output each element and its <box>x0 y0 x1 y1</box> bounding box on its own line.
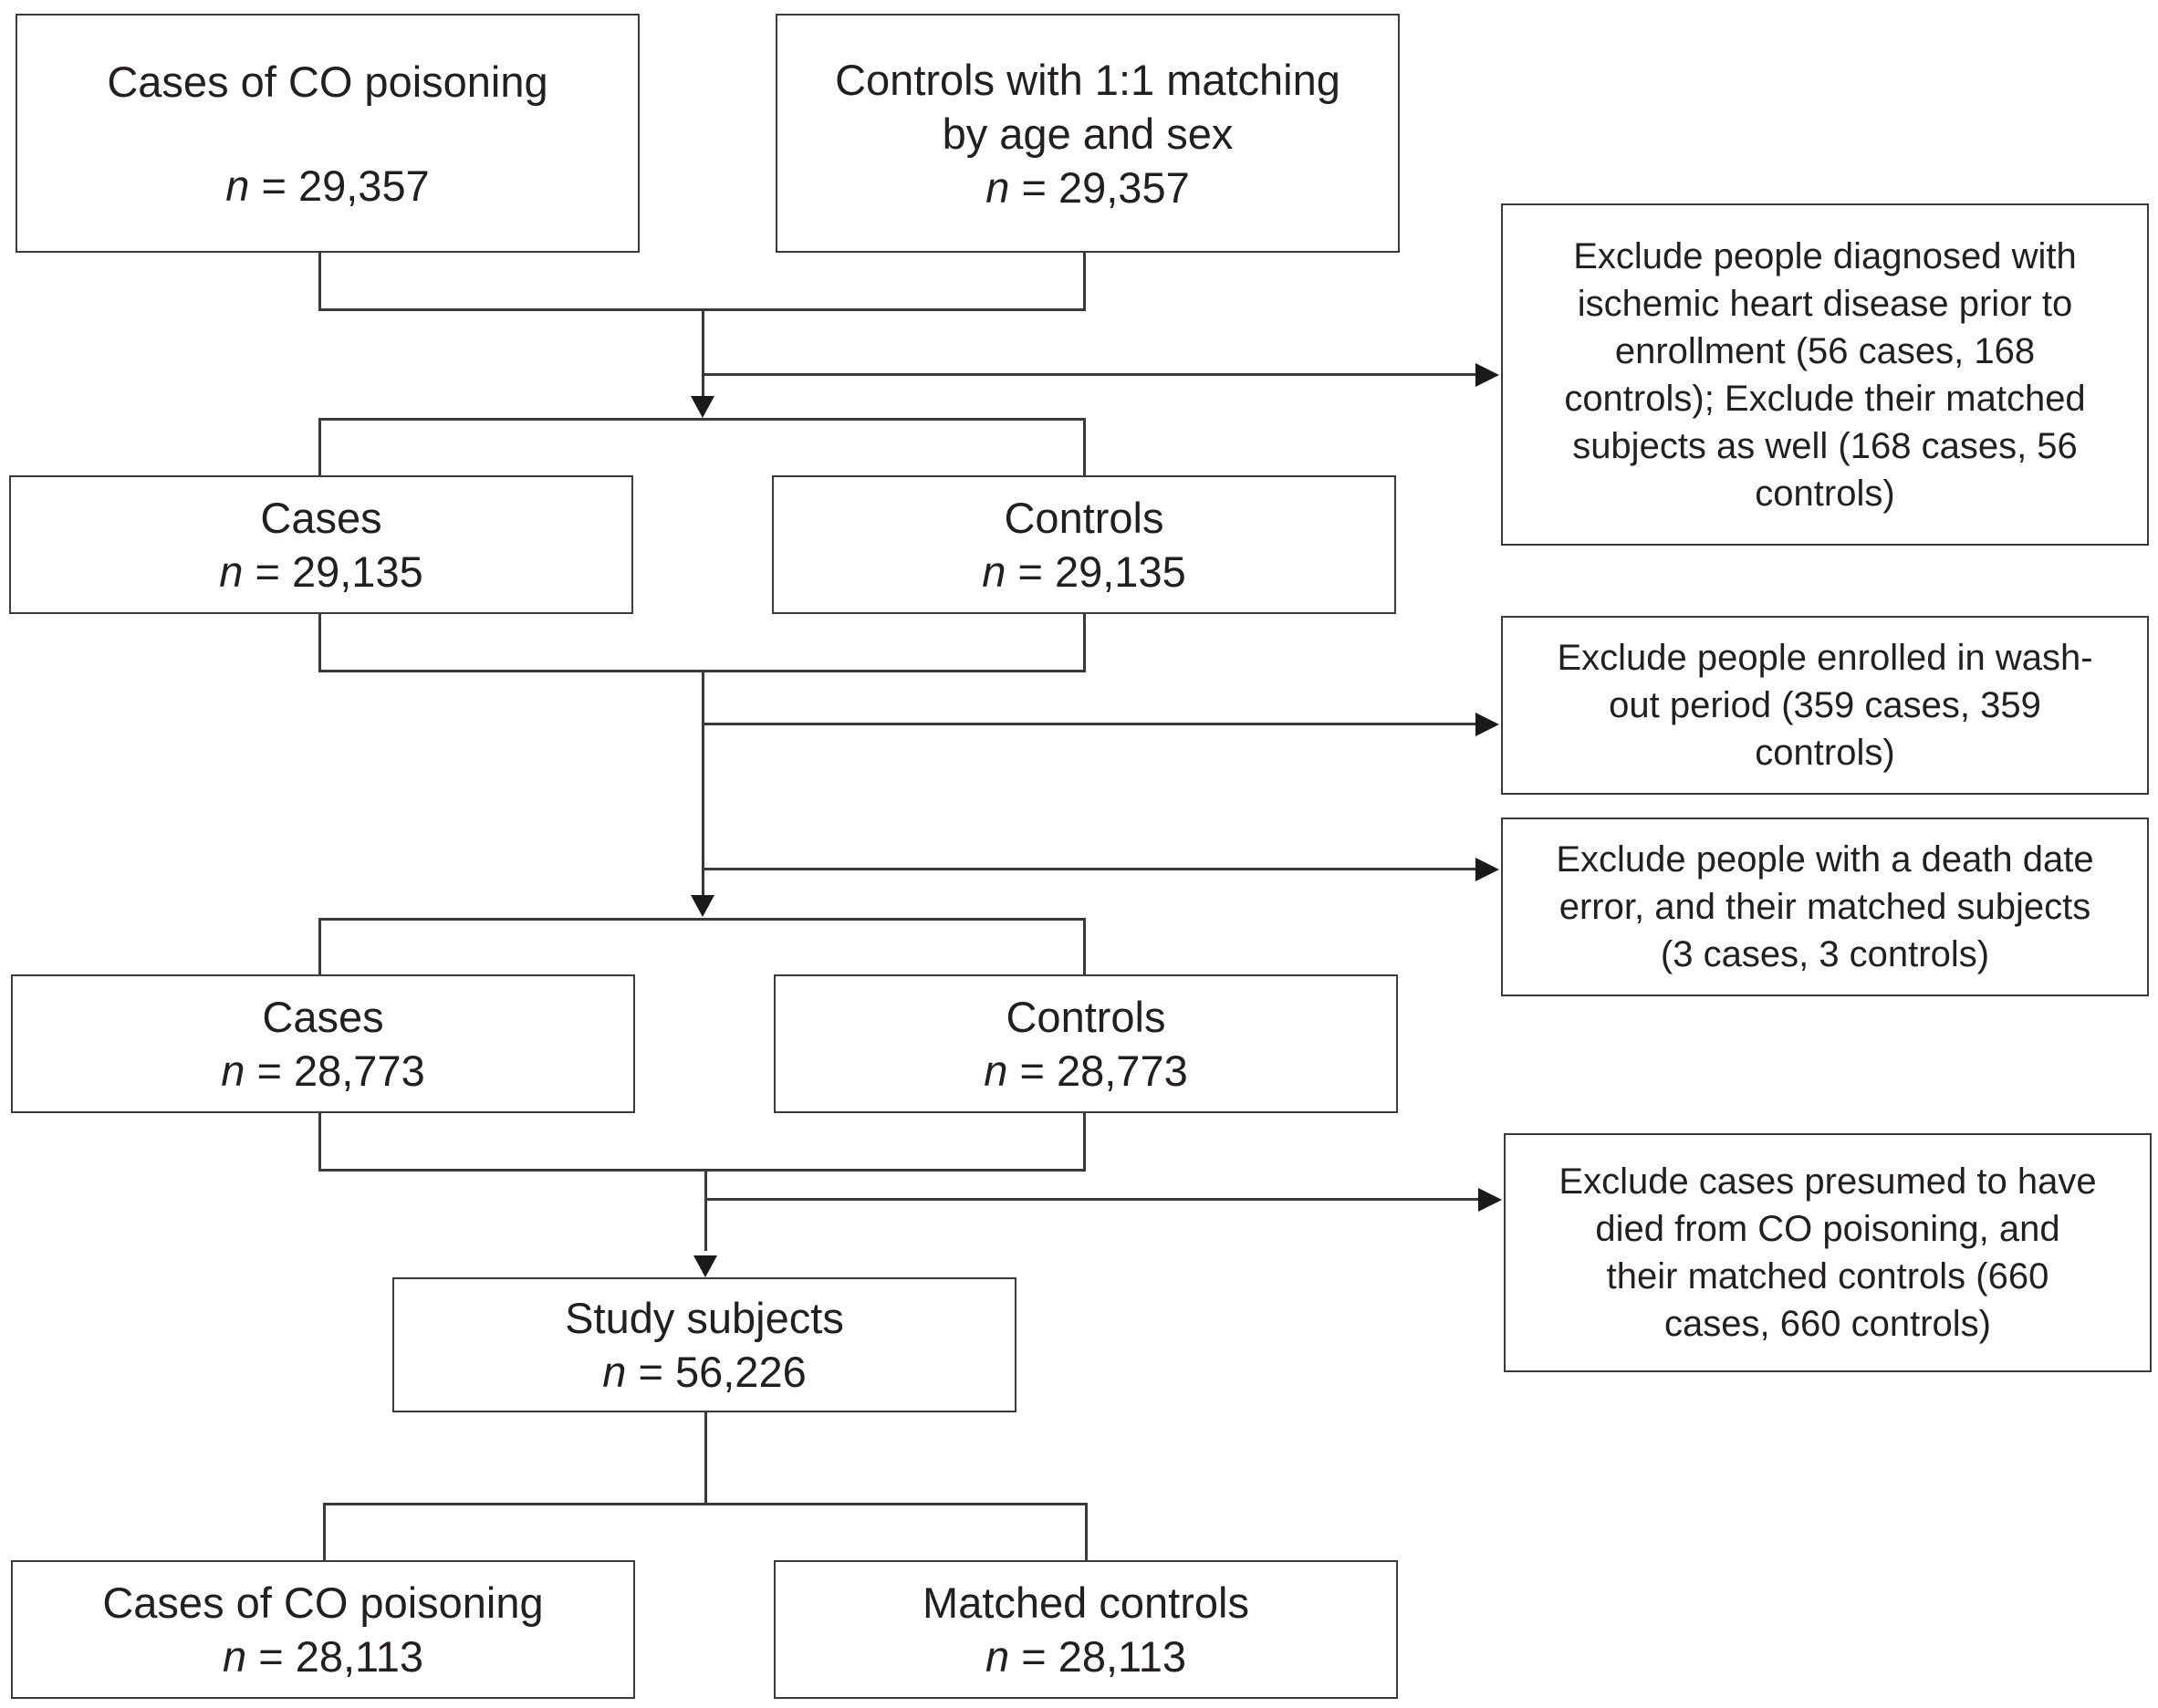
exclusion-ischemic-heart-disease: Exclude people diagnosed with ischemic h… <box>1501 203 2149 546</box>
controls-step3-count: n = 28,773 <box>984 1047 1188 1095</box>
cases-box-step3: Cases n = 28,773 <box>11 974 635 1113</box>
connector <box>702 308 704 400</box>
down-arrow <box>691 895 714 917</box>
connector <box>318 1113 321 1171</box>
initial-controls-count: n = 29,357 <box>985 162 1190 212</box>
cases-step3-count: n = 28,773 <box>221 1047 425 1095</box>
connector <box>318 918 1086 921</box>
exclusion-text-line: controls) <box>1755 473 1895 514</box>
matched-controls-count: n = 28,113 <box>985 1632 1186 1681</box>
connector <box>702 868 1477 870</box>
cases-step3-title: Cases <box>262 993 384 1041</box>
cases-box-step2: Cases n = 29,135 <box>9 475 633 614</box>
connector <box>1083 418 1086 476</box>
exclusion-text-line: ischemic heart disease prior to <box>1577 283 2073 324</box>
connector <box>318 418 1086 421</box>
down-arrow <box>693 1255 717 1277</box>
right-arrow <box>1475 858 1499 881</box>
connector <box>704 1412 707 1504</box>
connector <box>702 670 704 899</box>
right-arrow <box>1475 713 1499 736</box>
controls-box-step3: Controls n = 28,773 <box>774 974 1398 1113</box>
connector <box>704 1169 707 1251</box>
exclusion-text-line: Exclude cases presumed to have <box>1559 1161 2097 1202</box>
connector <box>318 614 321 672</box>
study-subjects-box: Study subjects n = 56,226 <box>392 1277 1016 1412</box>
right-arrow <box>1478 1188 1502 1212</box>
right-arrow <box>1475 363 1499 387</box>
controls-step3-title: Controls <box>1006 993 1166 1041</box>
initial-controls-title-line1: Controls with 1:1 matching <box>835 55 1340 104</box>
connector <box>704 1198 1480 1201</box>
connector <box>1083 614 1086 672</box>
study-subjects-title: Study subjects <box>565 1294 844 1342</box>
exclusion-co-deaths: Exclude cases presumed to have died from… <box>1504 1133 2152 1372</box>
connector <box>318 918 321 976</box>
connector <box>1083 253 1086 310</box>
connector <box>702 373 1477 376</box>
connector <box>702 723 1477 725</box>
exclusion-text-line: controls) <box>1755 733 1895 773</box>
co-cases-box: Cases of CO poisoning n = 29,357 <box>16 14 640 253</box>
exclusion-text-line: enrollment (56 cases, 168 <box>1614 330 2036 371</box>
connector <box>1085 1503 1088 1561</box>
exclusion-text-line: subjects as well (168 cases, 56 <box>1572 425 2078 466</box>
exclusion-text-line: their matched controls (660 <box>1606 1256 2049 1297</box>
exclusion-text-line: controls); Exclude their matched <box>1564 378 2086 419</box>
co-cases-title: Cases of CO poisoning <box>107 57 548 106</box>
cases-step2-title: Cases <box>260 494 382 542</box>
exclusion-washout-period: Exclude people enrolled in wash- out per… <box>1501 616 2149 795</box>
cases-step2-count: n = 29,135 <box>219 547 423 596</box>
co-cases-count: n = 29,357 <box>225 161 430 210</box>
connector <box>323 1503 1088 1505</box>
connector <box>318 253 321 310</box>
connector <box>318 1169 1086 1172</box>
exclusion-text-line: Exclude people enrolled in wash- <box>1557 638 2093 678</box>
final-cases-count: n = 28,113 <box>223 1632 423 1681</box>
connector <box>323 1503 326 1561</box>
initial-controls-title-line2: by age and sex <box>942 109 1234 158</box>
initial-controls-box: Controls with 1:1 matching by age and se… <box>776 14 1400 253</box>
exclusion-text-line: cases, 660 controls) <box>1664 1304 1991 1344</box>
connector <box>1083 918 1086 976</box>
exclusion-text-line: Exclude people with a death date <box>1556 839 2094 880</box>
exclusion-text-line: Exclude people diagnosed with <box>1573 235 2077 276</box>
exclusion-text-line: died from CO poisoning, and <box>1595 1209 2060 1249</box>
matched-controls-title: Matched controls <box>923 1578 1249 1627</box>
exclusion-death-date-error: Exclude people with a death date error, … <box>1501 818 2149 996</box>
connector <box>1083 1113 1086 1171</box>
exclusion-text-line: (3 cases, 3 controls) <box>1660 934 1990 974</box>
exclusion-text-line: error, and their matched subjects <box>1559 887 2091 927</box>
study-subjects-count: n = 56,226 <box>602 1348 807 1396</box>
controls-step2-count: n = 29,135 <box>982 547 1186 596</box>
final-cases-box: Cases of CO poisoning n = 28,113 <box>11 1560 635 1699</box>
connector <box>318 418 321 476</box>
controls-box-step2: Controls n = 29,135 <box>772 475 1396 614</box>
final-cases-title: Cases of CO poisoning <box>102 1578 544 1627</box>
matched-controls-box: Matched controls n = 28,113 <box>774 1560 1398 1699</box>
exclusion-text-line: out period (359 cases, 359 <box>1609 685 2041 725</box>
down-arrow <box>691 396 714 418</box>
controls-step2-title: Controls <box>1004 494 1164 542</box>
